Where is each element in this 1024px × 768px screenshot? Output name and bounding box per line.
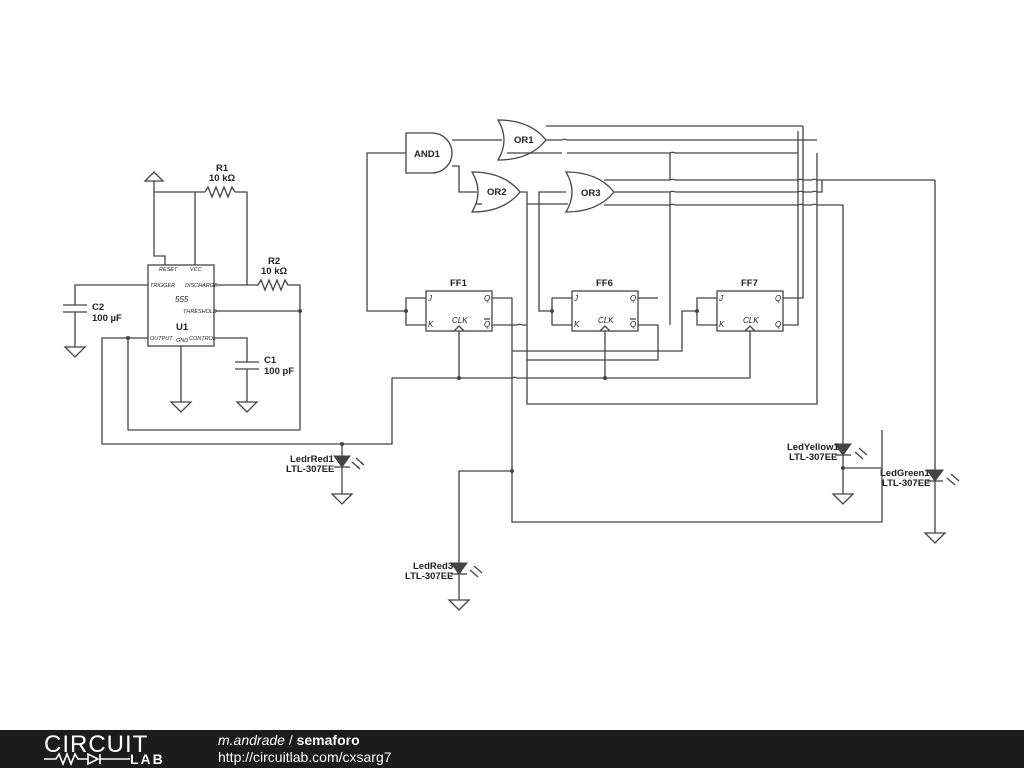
resistor-r1[interactable]: R1 10 kΩ bbox=[204, 163, 248, 285]
project-title: m.andrade / semaforo bbox=[218, 732, 360, 748]
ff7-pin-qbar: Q bbox=[775, 320, 781, 329]
flipflop-ff1[interactable]: FF1 J K Q Q CLK bbox=[425, 278, 493, 332]
or3-label: OR3 bbox=[581, 188, 601, 199]
u1-part-number: 555 bbox=[175, 295, 189, 304]
led-yellow1[interactable]: LedYellow1 LTL-307EE bbox=[787, 442, 868, 505]
led-red3[interactable]: LedRed3 LTL-307EE bbox=[405, 469, 514, 611]
resistor-r2[interactable]: R2 10 kΩ bbox=[214, 256, 302, 430]
ff1-pin-q: Q bbox=[484, 294, 490, 303]
led-red1-part: LTL-307EE bbox=[286, 464, 334, 475]
logo-lab-text: LAB bbox=[130, 751, 165, 767]
led-red1-name: LedrRed1 bbox=[290, 454, 335, 465]
ff1-pin-k: K bbox=[428, 320, 434, 329]
capacitor-c1[interactable]: C1 100 pF bbox=[214, 337, 294, 413]
pin-threshold: THRESHOLD bbox=[183, 309, 217, 315]
u1-label: U1 bbox=[176, 322, 189, 333]
ff7-label: FF7 bbox=[741, 278, 758, 289]
led-red3-name: LedRed3 bbox=[413, 561, 453, 572]
or-gate-or2[interactable]: OR2 bbox=[470, 171, 521, 213]
led-yellow1-name: LedYellow1 bbox=[787, 442, 839, 453]
pin-output: OUTPUT bbox=[150, 336, 173, 342]
c1-value: 100 pF bbox=[264, 366, 294, 377]
led-green1[interactable]: LedGreen1 LTL-307EE bbox=[880, 180, 960, 544]
capacitor-c2[interactable]: C2 100 µF bbox=[63, 284, 148, 358]
or1-label: OR1 bbox=[514, 135, 534, 146]
title-separator: / bbox=[284, 732, 297, 748]
ff7-pin-q: Q bbox=[775, 294, 781, 303]
pin-discharge: DISCHARGE bbox=[185, 283, 218, 289]
vcc-supply-icon bbox=[143, 171, 205, 265]
and1-label: AND1 bbox=[414, 149, 441, 160]
led-yellow1-part: LTL-307EE bbox=[789, 452, 837, 463]
pin-reset: RESET bbox=[159, 267, 178, 273]
project-url[interactable]: http://circuitlab.com/cxsarg7 bbox=[218, 749, 392, 765]
or-gate-or1[interactable]: OR1 bbox=[496, 119, 547, 161]
ff7-pin-clk: CLK bbox=[743, 316, 759, 325]
pin-vcc: VCC bbox=[190, 267, 202, 273]
led-red3-part: LTL-307EE bbox=[405, 571, 453, 582]
r2-value: 10 kΩ bbox=[261, 266, 287, 277]
project-link[interactable]: semaforo bbox=[296, 732, 360, 748]
or2-label: OR2 bbox=[487, 187, 507, 198]
led-green1-part: LTL-307EE bbox=[882, 478, 930, 489]
logo-wave-icon bbox=[44, 752, 130, 766]
logo-circuit-text[interactable]: CIRCUIT bbox=[44, 731, 149, 758]
r2-label: R2 bbox=[268, 256, 280, 267]
pin-control: CONTROL bbox=[189, 336, 216, 342]
owner-link[interactable]: m.andrade bbox=[218, 732, 285, 748]
flipflop-ff7[interactable]: FF7 J K Q Q CLK bbox=[716, 278, 784, 332]
c1-label: C1 bbox=[264, 355, 277, 366]
ff1-pin-qbar: Q bbox=[484, 320, 490, 329]
ground-icon bbox=[169, 401, 193, 413]
or-gate-or3[interactable]: OR3 bbox=[564, 171, 615, 213]
red-path-wire bbox=[511, 331, 883, 523]
pin-trigger: TRIGGER bbox=[150, 283, 175, 289]
clock-bus-wire bbox=[458, 331, 751, 379]
led-red1[interactable]: LedrRed1 LTL-307EE bbox=[286, 444, 365, 505]
pin-gnd: GND bbox=[176, 338, 188, 344]
ff1-pin-j: J bbox=[427, 294, 433, 303]
timer-555-u1[interactable]: RESET VCC TRIGGER DISCHARGE 555 THRESHOL… bbox=[147, 264, 218, 347]
ff6-label: FF6 bbox=[596, 278, 613, 289]
ff1-pin-clk: CLK bbox=[452, 316, 468, 325]
threshold-loop-wire bbox=[127, 337, 300, 431]
ff1-label: FF1 bbox=[450, 278, 468, 289]
r1-label: R1 bbox=[216, 163, 229, 174]
and-gate-and1[interactable]: AND1 bbox=[405, 132, 453, 174]
ff6-pin-j: J bbox=[573, 294, 579, 303]
ff7-pin-j: J bbox=[718, 294, 724, 303]
ff6-pin-k: K bbox=[574, 320, 580, 329]
footer-bar: CIRCUIT LAB m.andrade / semaforo http://… bbox=[0, 730, 1024, 768]
flipflop-ff6[interactable]: FF6 J K Q Q CLK bbox=[571, 278, 639, 332]
ff6-pin-q: Q bbox=[630, 294, 636, 303]
r1-value: 10 kΩ bbox=[209, 173, 235, 184]
led-green1-name: LedGreen1 bbox=[880, 468, 930, 479]
ff6-pin-qbar: Q bbox=[630, 320, 636, 329]
clock-output-wire bbox=[101, 337, 512, 445]
c2-label: C2 bbox=[92, 302, 104, 313]
circuit-schematic: RESET VCC TRIGGER DISCHARGE 555 THRESHOL… bbox=[63, 119, 960, 611]
ff6-pin-clk: CLK bbox=[598, 316, 614, 325]
c2-value: 100 µF bbox=[92, 313, 122, 324]
ff7-pin-k: K bbox=[719, 320, 725, 329]
